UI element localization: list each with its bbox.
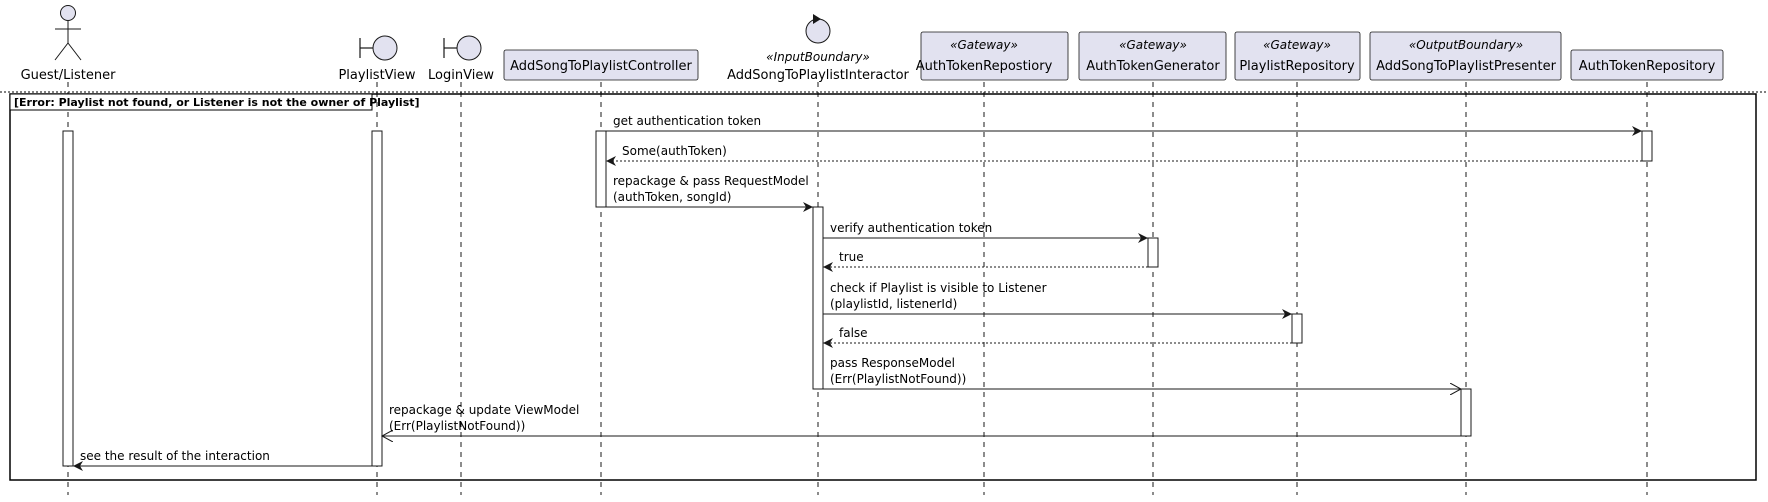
- message-label: Some(authToken): [622, 144, 727, 158]
- actor-leg-left: [54, 42, 69, 61]
- message-label: verify authentication token: [830, 221, 992, 235]
- participant-label: AddSongToPlaylistPresenter: [1376, 59, 1557, 74]
- participant-box: [1369, 31, 1562, 81]
- participant-auth_gen: «Gateway» AuthTokenGenerator: [1078, 31, 1227, 81]
- participant-controller: AddSongToPlaylistController: [503, 49, 699, 81]
- participant-label: AuthTokenRepostiory: [916, 59, 1053, 74]
- participant-box: [1234, 31, 1361, 81]
- participant-label: AuthTokenGenerator: [1086, 59, 1220, 74]
- message-4: verify authentication token: [823, 221, 1148, 243]
- activation-controller: [595, 130, 607, 208]
- fragment-title-box: [9, 93, 373, 111]
- message-10: see the result of the interaction: [73, 449, 372, 471]
- participant-stereotype: «InputBoundary»: [766, 50, 870, 64]
- message-label: pass ResponseModel: [830, 356, 955, 370]
- message-label: (Err(PlaylistNotFound)): [389, 419, 525, 433]
- participant-stereotype: «OutputBoundary»: [1409, 38, 1523, 52]
- message-label: repackage & pass RequestModel: [613, 174, 809, 188]
- activation-playlist_repo: [1291, 313, 1303, 344]
- message-6: check if Playlist is visible to Listener…: [823, 281, 1292, 319]
- activation-auth_gen: [1147, 237, 1159, 268]
- participant-label: Guest/Listener: [21, 68, 117, 83]
- participant-label: PlaylistView: [338, 68, 415, 83]
- message-label: (Err(PlaylistNotFound)): [830, 372, 966, 386]
- participant-label: AddSongToPlaylistInteractor: [727, 68, 909, 83]
- participant-label: PlaylistRepository: [1239, 59, 1355, 74]
- control-arrowhead: [813, 14, 821, 24]
- message-5: true: [823, 250, 1148, 272]
- participant-box: [1078, 31, 1227, 81]
- message-9: repackage & update ViewModel (Err(Playlis…: [382, 403, 1461, 436]
- activation-interactor: [812, 206, 824, 390]
- participant-playlist_repo: «Gateway» PlaylistRepository: [1234, 31, 1361, 81]
- participant-box: [503, 49, 699, 81]
- activation-presenter: [1460, 388, 1472, 437]
- participant-interactor: «InputBoundary» AddSongToPlaylistInteract…: [727, 14, 910, 83]
- participant-stereotype: «Gateway»: [1119, 38, 1187, 52]
- message-8: pass ResponseModel (Err(PlaylistNotFound)…: [823, 356, 1461, 389]
- boundary-circle: [372, 35, 398, 61]
- actor-leg-right: [67, 42, 82, 61]
- participant-box: [1570, 49, 1724, 81]
- participant-label: AuthTokenRepository: [1579, 59, 1716, 74]
- message-3: repackage & pass RequestModel (authToken,…: [606, 174, 813, 212]
- boundary-circle: [456, 35, 482, 61]
- activations: [62, 130, 1653, 467]
- participant-playlist_view: PlaylistView: [338, 35, 416, 83]
- participant-presenter: «OutputBoundary» AddSongToPlaylistPresent…: [1369, 31, 1562, 81]
- control-circle: [805, 18, 831, 44]
- participant-label: AddSongToPlaylistController: [510, 59, 692, 74]
- activation-auth_repo: [1641, 130, 1653, 162]
- message-label: get authentication token: [613, 114, 761, 128]
- message-7: false: [823, 326, 1292, 348]
- participant-stereotype: «Gateway»: [950, 38, 1018, 52]
- participant-login_view: LoginView: [428, 35, 494, 83]
- participant-auth_repo: AuthTokenRepository: [1570, 49, 1724, 81]
- actor-head: [60, 5, 76, 21]
- participant-label: LoginView: [428, 68, 494, 83]
- fragment-title: [Error: Playlist not found, or Listener …: [14, 96, 420, 109]
- message-label: repackage & update ViewModel: [389, 403, 579, 417]
- fragment-frame: [9, 93, 1757, 481]
- error-fragment: [Error: Playlist not found, or Listener …: [0, 91, 1768, 481]
- activation-playlist_view: [371, 130, 383, 467]
- participants: Guest/Listener PlaylistView LoginView AddSo…: [21, 5, 1724, 83]
- message-label: check if Playlist is visible to Listener: [830, 281, 1047, 295]
- participant-auth_repo_gw: «Gateway» AuthTokenRepostiory: [916, 31, 1069, 81]
- message-label: (playlistId, listenerId): [830, 297, 957, 311]
- message-label: false: [839, 326, 868, 340]
- message-label: see the result of the interaction: [80, 449, 270, 463]
- message-label: (authToken, songId): [613, 190, 731, 204]
- message-1: get authentication token: [606, 114, 1642, 136]
- message-label: true: [839, 250, 864, 264]
- activation-listener: [62, 130, 74, 467]
- participant-listener: Guest/Listener: [21, 5, 117, 83]
- participant-box: [920, 31, 1069, 81]
- participant-stereotype: «Gateway»: [1263, 38, 1331, 52]
- message-2: Some(authToken): [606, 144, 1642, 166]
